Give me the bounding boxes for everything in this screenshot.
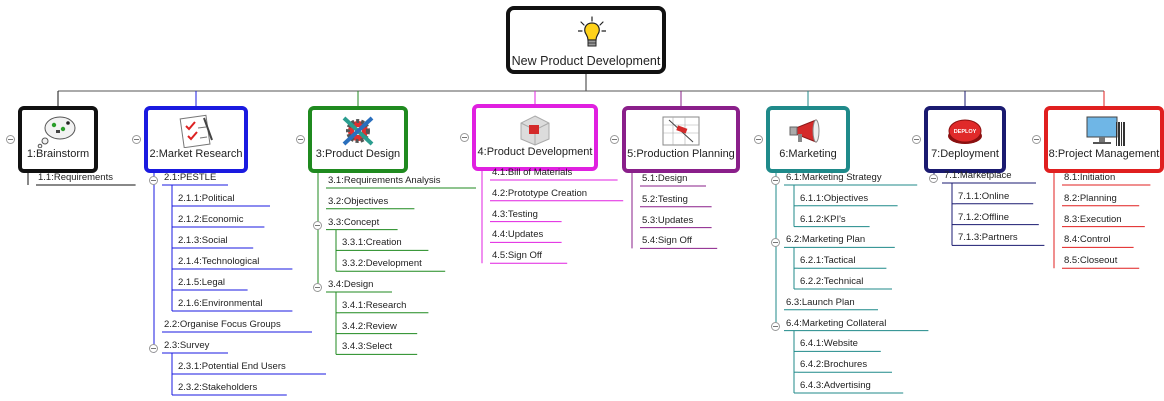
subtopic-item[interactable]: 4.5:Sign Off [492, 250, 542, 262]
subtopic-item[interactable]: 6.1.1:Objectives [800, 192, 869, 204]
collapse-toggle-icon[interactable] [296, 134, 305, 144]
collapse-toggle-icon[interactable] [771, 238, 780, 248]
subtopic-item[interactable]: 6.4.3:Advertising [800, 380, 871, 391]
subtopic-item[interactable]: 6.2:Marketing Plan [786, 234, 866, 246]
subtopic-item[interactable]: 2.2:Organise Focus Groups [164, 319, 281, 330]
subtopic-item[interactable]: 8.5:Closeout [1064, 255, 1118, 267]
deploy-button-icon: DEPLOY [948, 119, 982, 144]
blueprint-icon [662, 116, 700, 146]
svg-text:DEPLOY: DEPLOY [954, 129, 977, 135]
subtopic-item[interactable]: 4.4:Updates [492, 229, 544, 241]
branch-node-4[interactable]: 4:Product Development [472, 104, 598, 171]
subtopic-item[interactable]: 6.1.2:KPI's [800, 213, 846, 225]
subtopic-item[interactable]: 8.2:Planning [1064, 192, 1117, 204]
subtopic-item[interactable]: 6.2.1:Tactical [800, 255, 856, 267]
subtopic-item[interactable]: 3.1:Requirements Analysis [328, 175, 441, 186]
subtopic-item[interactable]: 2.3:Survey [164, 340, 210, 351]
branch-label: 8:Project Management [1048, 148, 1160, 160]
subtopic-item[interactable]: 3.4.2:Review [342, 320, 397, 332]
subtopic-item[interactable]: 2.3.2:Stakeholders [178, 382, 258, 393]
collapse-toggle-icon[interactable] [460, 132, 469, 142]
checklist-icon [179, 114, 213, 148]
subtopic-item[interactable]: 2.1.4:Technological [178, 256, 260, 267]
subtopic-item[interactable]: 7.1:Marketplace [944, 170, 1012, 181]
monitor-barcode-icon [1086, 116, 1125, 146]
subtopic-item[interactable]: 6.1:Marketing Strategy [786, 172, 882, 183]
subtopic-item[interactable]: 6.4.2:Brochures [800, 359, 868, 371]
branch-label: 5:Production Planning [627, 148, 735, 160]
subtopic-item[interactable]: 6.4:Marketing Collateral [786, 317, 887, 329]
collapse-toggle-icon[interactable] [313, 220, 322, 230]
branch-node-2[interactable]: 2:Market Research [144, 106, 248, 173]
subtopic-item[interactable]: 2.3.1:Potential End Users [178, 361, 286, 372]
branch-label: 4:Product Development [477, 146, 593, 158]
subtopic-item[interactable]: 4.2:Prototype Creation [492, 187, 588, 199]
branch-label: 2:Market Research [149, 148, 243, 160]
tools-gear-icon [342, 116, 374, 146]
subtopic-item[interactable]: 7.1.3:Partners [958, 232, 1018, 244]
collapse-toggle-icon[interactable] [610, 134, 619, 144]
branch-node-7[interactable]: DEPLOY 7:Deployment [924, 106, 1006, 173]
subtopic-item[interactable]: 2.1.6:Environmental [178, 298, 263, 309]
subtopic-item[interactable]: 3.3:Concept [328, 216, 380, 228]
subtopic-item[interactable]: 6.2.2:Technical [800, 276, 864, 287]
branch-label: 1:Brainstorm [26, 148, 90, 160]
collapse-toggle-icon[interactable] [132, 134, 141, 144]
collapse-toggle-icon[interactable] [149, 176, 158, 185]
branch-label: 7:Deployment [931, 148, 999, 160]
subtopic-item[interactable]: 1.1:Requirements [38, 172, 113, 183]
subtopic-item[interactable]: 2.1.1:Political [178, 193, 235, 204]
subtopic-item[interactable]: 5.3:Updates [642, 214, 694, 226]
subtopic-item[interactable]: 4.3:Testing [492, 208, 538, 220]
subtopic-item[interactable]: 4.1:Bill of Materials [492, 167, 573, 178]
megaphone-icon [789, 119, 820, 143]
branch-node-8[interactable]: 8:Project Management [1044, 106, 1164, 173]
collapse-toggle-icon[interactable] [771, 321, 780, 331]
branch-label: 3:Product Design [315, 148, 401, 160]
collapse-toggle-icon[interactable] [754, 134, 763, 144]
branch-label: 6:Marketing [779, 148, 837, 160]
collapse-toggle-icon[interactable] [1032, 134, 1041, 144]
collapse-toggle-icon[interactable] [313, 283, 322, 292]
subtopic-item[interactable]: 3.2:Objectives [328, 195, 389, 207]
subtopic-item[interactable]: 2.1.5:Legal [178, 277, 226, 288]
root-topic[interactable]: New Product Development [506, 6, 666, 74]
subtopic-item[interactable]: 3.3.1:Creation [342, 237, 402, 249]
root-topic-label: New Product Development [511, 54, 661, 68]
thought-bubble-icon [37, 116, 76, 148]
subtopic-item[interactable]: 2.1:PESTLE [164, 172, 217, 183]
subtopic-item[interactable]: 7.1.2:Offline [958, 211, 1010, 223]
subtopic-item[interactable]: 7.1.1:Online [958, 190, 1010, 202]
lightbulb-icon [578, 16, 606, 47]
subtopic-item[interactable]: 3.4.3:Select [342, 341, 393, 353]
subtopic-item[interactable]: 5.4:Sign Off [642, 235, 692, 247]
collapse-toggle-icon[interactable] [771, 176, 780, 185]
collapse-toggle-icon[interactable] [149, 344, 158, 353]
branch-node-6[interactable]: 6:Marketing [766, 106, 850, 173]
subtopic-item[interactable]: 8.4:Control [1064, 234, 1111, 246]
collapse-toggle-icon[interactable] [6, 134, 15, 144]
subtopic-item[interactable]: 3.4:Design [328, 279, 374, 290]
subtopic-item[interactable]: 8.3:Execution [1064, 213, 1122, 225]
collapse-toggle-icon[interactable] [912, 134, 921, 144]
collapse-toggle-icon[interactable] [929, 174, 938, 183]
subtopic-item[interactable]: 2.1.3:Social [178, 235, 228, 246]
subtopic-item[interactable]: 2.1.2:Economic [178, 214, 244, 225]
subtopic-item[interactable]: 5.2:Testing [642, 193, 688, 205]
branch-node-3[interactable]: 3:Product Design [308, 106, 408, 173]
subtopic-item[interactable]: 6.4.1:Website [800, 338, 858, 350]
branch-node-5[interactable]: 5:Production Planning [622, 106, 740, 173]
subtopic-item[interactable]: 3.4.1:Research [342, 299, 407, 311]
subtopic-item[interactable]: 5.1:Design [642, 173, 688, 184]
subtopic-item[interactable]: 6.3:Launch Plan [786, 296, 855, 308]
subtopic-item[interactable]: 3.3.2:Development [342, 258, 422, 270]
subtopic-item[interactable]: 8.1:Initiation [1064, 172, 1116, 183]
branch-node-1[interactable]: 1:Brainstorm [18, 106, 98, 173]
puzzle-cube-icon [520, 115, 550, 146]
